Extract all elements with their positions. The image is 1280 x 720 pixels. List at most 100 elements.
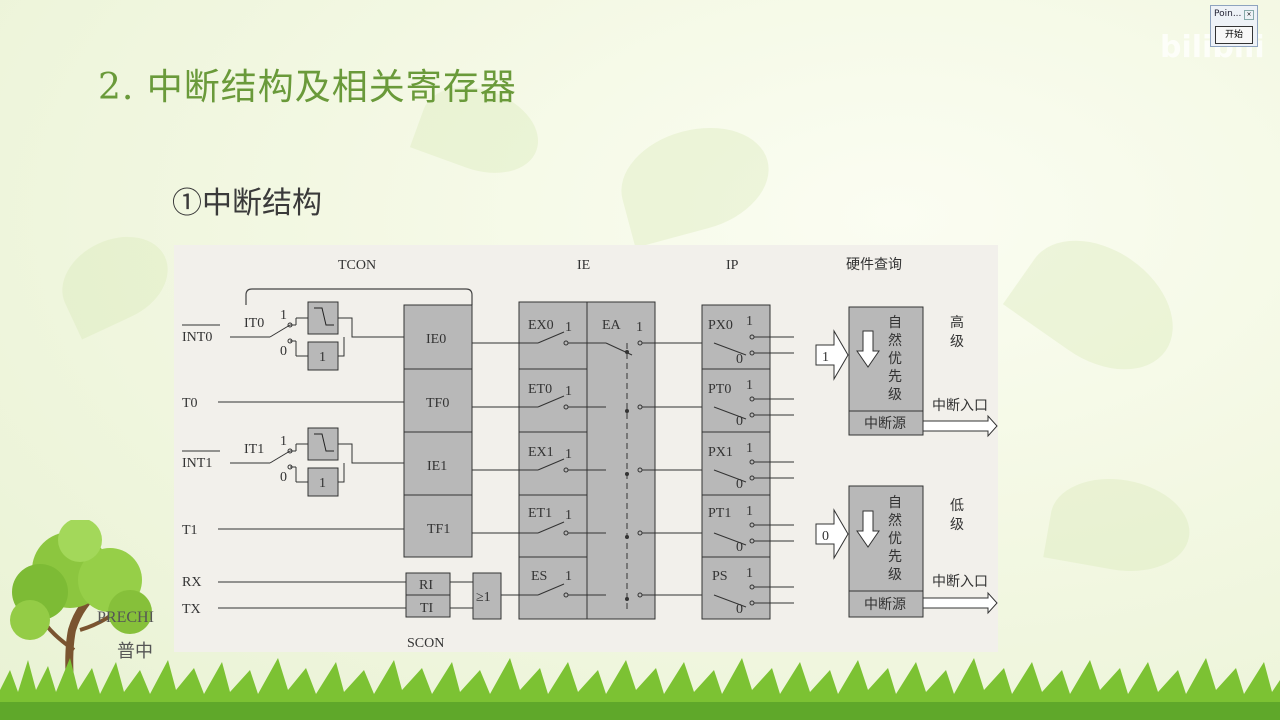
or-gate <box>472 572 502 620</box>
interrupt-structure-diagram: TCON IE IP 硬件查询 INT0 T0 INT1 T1 RX TX IT… <box>174 245 998 652</box>
low-entry-label: 中断入口 <box>932 574 988 590</box>
high-level-char: 级 <box>950 334 964 350</box>
natural-priority-char: 级 <box>888 387 902 403</box>
background-leaf <box>609 112 781 248</box>
natural-priority-char: 优 <box>888 351 902 367</box>
ie-bit-et0: ET0 <box>528 382 552 397</box>
natural-priority-char: 级 <box>888 567 902 583</box>
it1-label: IT1 <box>244 442 264 457</box>
high-entry-label: 中断入口 <box>932 398 988 414</box>
svg-text:1: 1 <box>746 314 753 329</box>
ie-bit-et1: ET1 <box>528 506 552 521</box>
ip-header: IP <box>726 258 739 273</box>
it0-switch <box>269 324 291 338</box>
flag-ti-box <box>405 594 451 618</box>
slide-subtitle: ①中断结构 <box>172 186 322 221</box>
background-leaf <box>1043 468 1197 582</box>
flag-tf1: TF1 <box>427 522 450 537</box>
svg-text:1: 1 <box>746 378 753 393</box>
or-gate-label: ≥1 <box>476 590 491 605</box>
flag-ri: RI <box>419 578 433 593</box>
et0-one: 1 <box>565 384 572 399</box>
wire <box>338 443 404 464</box>
low-input-label: 0 <box>822 529 829 544</box>
svg-text:1: 1 <box>746 441 753 456</box>
wire <box>338 317 404 338</box>
natural-priority-char: 自 <box>888 315 902 331</box>
grass-border <box>0 658 1280 720</box>
falling-edge-icon <box>314 307 334 326</box>
et1-one: 1 <box>565 508 572 523</box>
it0-zero: 0 <box>280 344 287 359</box>
svg-text:0: 0 <box>736 414 743 429</box>
high-entry-arrow <box>922 414 998 438</box>
low-level-char: 级 <box>950 517 964 533</box>
high-input-label: 1 <box>822 350 829 365</box>
level-box <box>307 467 339 497</box>
ex0-one: 1 <box>565 320 572 335</box>
ip-bit-pt1: PT1 <box>708 506 731 521</box>
flag-ie1-box <box>403 431 473 496</box>
ip-bit-ps: PS <box>712 569 728 584</box>
svg-text:0: 0 <box>736 602 743 617</box>
svg-text:1: 1 <box>746 504 753 519</box>
ip-switch-rows: 10 10 10 10 10 <box>713 314 794 617</box>
ie-bit-ex1: EX1 <box>528 445 554 460</box>
background-leaf <box>48 220 182 340</box>
background-leaf <box>1002 214 1198 396</box>
low-level-char: 低 <box>950 498 964 514</box>
flag-ie0-box <box>403 304 473 370</box>
ip-bit-px0: PX0 <box>708 318 733 333</box>
falling-edge-icon <box>314 433 334 452</box>
flag-ie1: IE1 <box>427 459 447 474</box>
input-tx: TX <box>182 602 201 617</box>
ea-one: 1 <box>636 320 643 335</box>
natural-priority-char: 然 <box>888 332 902 349</box>
close-icon[interactable]: × <box>1244 10 1254 20</box>
tcon-header: TCON <box>338 258 376 273</box>
ie-bit-ea: EA <box>602 318 622 333</box>
flag-ie0: IE0 <box>426 332 446 347</box>
edge-detector-box <box>307 427 339 461</box>
start-button[interactable]: 开始 <box>1215 26 1253 44</box>
natural-priority-char: 自 <box>888 495 902 511</box>
es-one: 1 <box>565 569 572 584</box>
flag-ti: TI <box>420 601 434 616</box>
ex1-one: 1 <box>565 447 572 462</box>
it0-one: 1 <box>280 308 287 323</box>
ie-header: IE <box>577 258 590 273</box>
slide-title: 2. 中断结构及相关寄存器 <box>98 67 517 108</box>
input-t0: T0 <box>182 396 198 411</box>
ie-bit-es: ES <box>531 569 547 584</box>
brand-line-2: 普中 <box>117 641 153 662</box>
svg-text:0: 0 <box>736 540 743 555</box>
natural-priority-char: 先 <box>888 369 902 385</box>
flag-tf0: TF0 <box>426 396 449 411</box>
it1-one: 1 <box>280 434 287 449</box>
input-rx: RX <box>182 575 201 590</box>
natural-priority-char: 先 <box>888 549 902 565</box>
low-entry-arrow <box>922 591 998 615</box>
pointer-mini-window[interactable]: Poin... × 开始 <box>1210 5 1258 47</box>
it1-zero: 0 <box>280 470 287 485</box>
hardware-query-header: 硬件查询 <box>846 257 902 273</box>
tcon-brace <box>245 288 473 305</box>
edge-detector-box <box>307 301 339 335</box>
input-t1: T1 <box>182 523 198 538</box>
interrupt-source-label: 中断源 <box>864 597 906 613</box>
it0-label: IT0 <box>244 316 264 331</box>
svg-text:0: 0 <box>736 477 743 492</box>
natural-priority-char: 然 <box>888 512 902 529</box>
low-priority-input-arrow <box>815 508 849 560</box>
ie-bit-ex0: EX0 <box>528 318 554 333</box>
level-box-label: 1 <box>319 350 326 365</box>
down-arrow-icon <box>856 510 880 548</box>
interrupt-source-label: 中断源 <box>864 416 906 432</box>
ip-bit-px1: PX1 <box>708 445 733 460</box>
it1-switch <box>269 450 291 464</box>
wire <box>338 337 345 357</box>
scon-label: SCON <box>407 636 444 651</box>
ip-bit-pt0: PT0 <box>708 382 731 397</box>
high-priority-input-arrow <box>815 329 849 381</box>
input-int1: INT1 <box>182 456 212 471</box>
